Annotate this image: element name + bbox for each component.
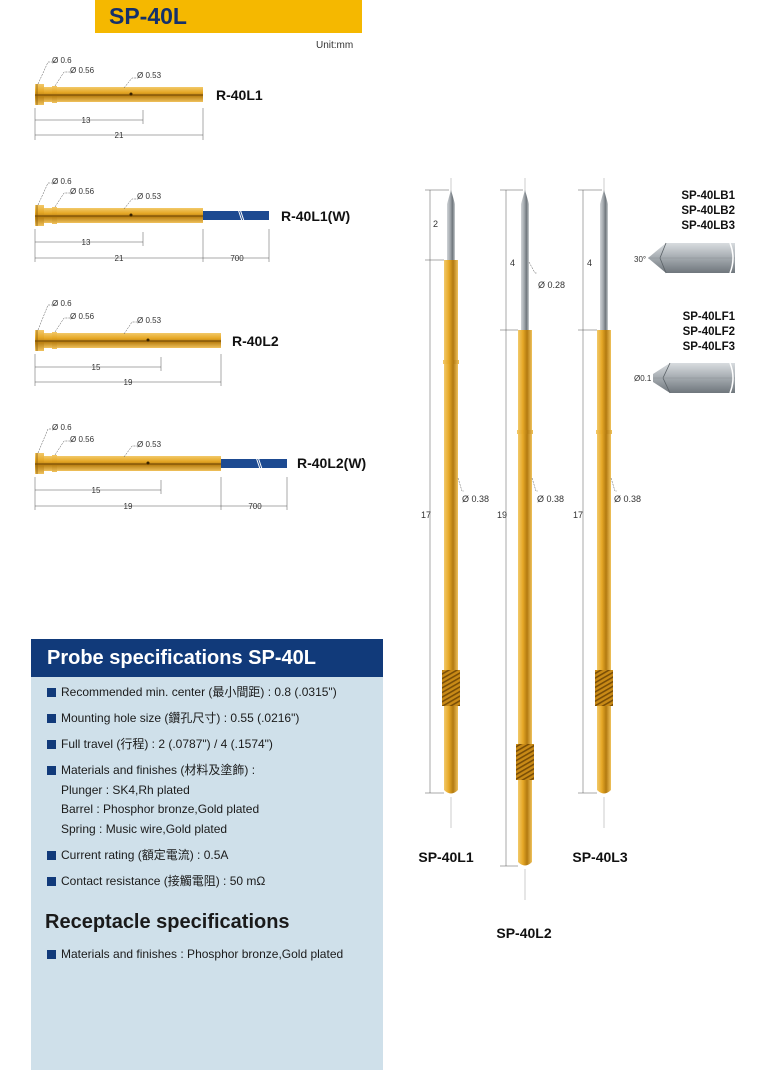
r1-dim-total: 21	[115, 131, 124, 140]
r3-d-body: Ø 0.53	[137, 316, 162, 325]
r2-d-ring: Ø 0.56	[70, 187, 95, 196]
spec-item: Contact resistance (接觸電阻) : 50 mΩ	[47, 872, 377, 892]
r3-name: R-40L2	[232, 333, 279, 349]
spec-item-text: Full travel (行程) : 2 (.0787") / 4 (.1574…	[61, 737, 273, 751]
spec-item-text: Materials and finishes : Phosphor bronze…	[61, 947, 344, 961]
title-bar: SP-40L	[95, 0, 362, 33]
l2-name: SP-40L2	[496, 925, 551, 941]
r4-d-head: Ø 0.6	[52, 423, 72, 432]
l2-diameter: Ø 0.38	[537, 494, 564, 504]
receptacle-r-40l2: Ø 0.6 Ø 0.56 Ø 0.53 15 19 R-40L2	[34, 299, 279, 387]
l2-total-len: 19	[497, 510, 507, 520]
bullet-square	[47, 876, 56, 886]
r1-dim-inner: 13	[82, 116, 91, 125]
receptacle-r-40l1w: Ø 0.6 Ø 0.56 Ø 0.53 13 21 700 R-40L1(W)	[34, 177, 350, 263]
lb-model-2: SP-40LB2	[681, 205, 735, 217]
lb-model-1: SP-40LB1	[681, 190, 735, 202]
receptacle-r-40l1: Ø 0.6 Ø 0.56 Ø 0.53 13 21 R-40L1	[34, 56, 263, 140]
r4-dim-wire: 700	[248, 502, 262, 511]
bullet-square	[47, 688, 56, 697]
material-item: Spring : Music wire,Gold plated	[61, 821, 228, 836]
spec-item: Recommended min. center (最小間距) : 0.8 (.0…	[47, 683, 377, 703]
bullet-square	[47, 714, 56, 723]
r2-dim-wire: 700	[230, 254, 244, 263]
r2-d-head: Ø 0.6	[52, 177, 72, 186]
unit-label: Unit:mm	[316, 40, 354, 51]
l3-diameter: Ø 0.38	[614, 494, 641, 504]
l2-tip-dia: Ø 0.28	[538, 280, 565, 290]
material-item: Barrel : Phosphor bronze,Gold plated	[61, 802, 260, 816]
l2-tip-len: 4	[510, 258, 515, 268]
r4-d-ring: Ø 0.56	[70, 435, 95, 444]
lf-model-2: SP-40LF2	[683, 326, 735, 338]
l1-diameter: Ø 0.38	[462, 494, 489, 504]
spec-item: Current rating (額定電流) : 0.5A	[47, 846, 377, 866]
lb-angle: 30°	[634, 255, 646, 264]
r2-dim-inner: 13	[82, 238, 91, 247]
probe-sp-40l1: 2 17 Ø 0.38 SP-40L1	[418, 178, 489, 865]
lf-model-1: SP-40LF1	[683, 311, 736, 323]
tip-type-lb: SP-40LB1 SP-40LB2 SP-40LB3 30°	[634, 190, 736, 274]
r1-d-ring: Ø 0.56	[70, 66, 95, 75]
r3-dim-total: 19	[124, 378, 133, 387]
probe-spec-title: Probe specifications SP-40L	[47, 647, 316, 669]
l3-tip-len: 4	[587, 258, 592, 268]
tip-type-lf: SP-40LF1 SP-40LF2 SP-40LF3 Ø0.1	[634, 311, 736, 394]
bullet-square	[47, 740, 56, 749]
spec-item: Materials and finishes : Phosphor bronze…	[47, 945, 377, 965]
bullet-square	[47, 766, 56, 775]
r3-d-ring: Ø 0.56	[70, 312, 95, 321]
r4-name: R-40L2(W)	[297, 455, 366, 471]
receptacle-spec-list: Materials and finishes : Phosphor bronze…	[47, 945, 377, 965]
r1-d-head: Ø 0.6	[52, 56, 72, 65]
spec-item: Mounting hole size (鑽孔尺寸) : 0.55 (.0216"…	[47, 709, 377, 729]
spec-header: Probe specifications SP-40L	[31, 639, 383, 677]
r2-d-body: Ø 0.53	[137, 192, 162, 201]
l3-name: SP-40L3	[572, 849, 627, 865]
r2-dim-total: 21	[115, 254, 124, 263]
spec-item: Materials and finishes (材料及塗飾) :	[47, 761, 377, 781]
spec-item-text: Current rating (額定電流) : 0.5A	[61, 847, 229, 862]
bullet-square	[47, 950, 56, 959]
r1-d-body: Ø 0.53	[137, 71, 162, 80]
receptacle-spec-title: Receptacle specifications	[45, 911, 290, 933]
l1-name: SP-40L1	[418, 849, 473, 865]
spec-item-text: Mounting hole size (鑽孔尺寸) : 0.55 (.0216"…	[61, 711, 300, 725]
probe-sp-40l2: 4 19 Ø 0.28 Ø 0.38 SP-40L2	[496, 178, 565, 941]
lb-model-3: SP-40LB3	[681, 220, 735, 232]
spec-item-text: Contact resistance (接觸電阻) : 50 mΩ	[61, 873, 266, 888]
spec-item-text: Recommended min. center (最小間距) : 0.8 (.0…	[61, 685, 337, 699]
r1-name: R-40L1	[216, 87, 263, 103]
r2-name: R-40L1(W)	[281, 208, 350, 224]
probe-sp-40l3: 4 17 Ø 0.38 SP-40L3	[572, 178, 641, 865]
spec-item-text: Materials and finishes (材料及塗飾) :	[61, 763, 256, 777]
material-item: Plunger : SK4,Rh plated	[61, 782, 190, 797]
r4-dim-total: 19	[124, 502, 133, 511]
spec-item: Full travel (行程) : 2 (.0787") / 4 (.1574…	[47, 735, 377, 755]
r3-dim-inner: 15	[92, 363, 101, 372]
lf-flat: Ø0.1	[634, 374, 652, 383]
page-title: SP-40L	[109, 3, 187, 29]
l3-total-len: 17	[573, 510, 583, 520]
probe-spec-list: Recommended min. center (最小間距) : 0.8 (.0…	[47, 683, 377, 891]
l1-total-len: 17	[421, 510, 431, 520]
bullet-square	[47, 850, 56, 860]
receptacle-r-40l2w: Ø 0.6 Ø 0.56 Ø 0.53 15 19 700 R-40L2(W)	[34, 423, 366, 511]
r3-d-head: Ø 0.6	[52, 299, 72, 308]
r4-dim-inner: 15	[92, 486, 101, 495]
lf-model-3: SP-40LF3	[683, 341, 735, 353]
spec-panel: Probe specifications SP-40L Recommended …	[31, 639, 383, 1070]
r4-d-body: Ø 0.53	[137, 440, 162, 449]
l1-tip-len: 2	[433, 219, 438, 229]
